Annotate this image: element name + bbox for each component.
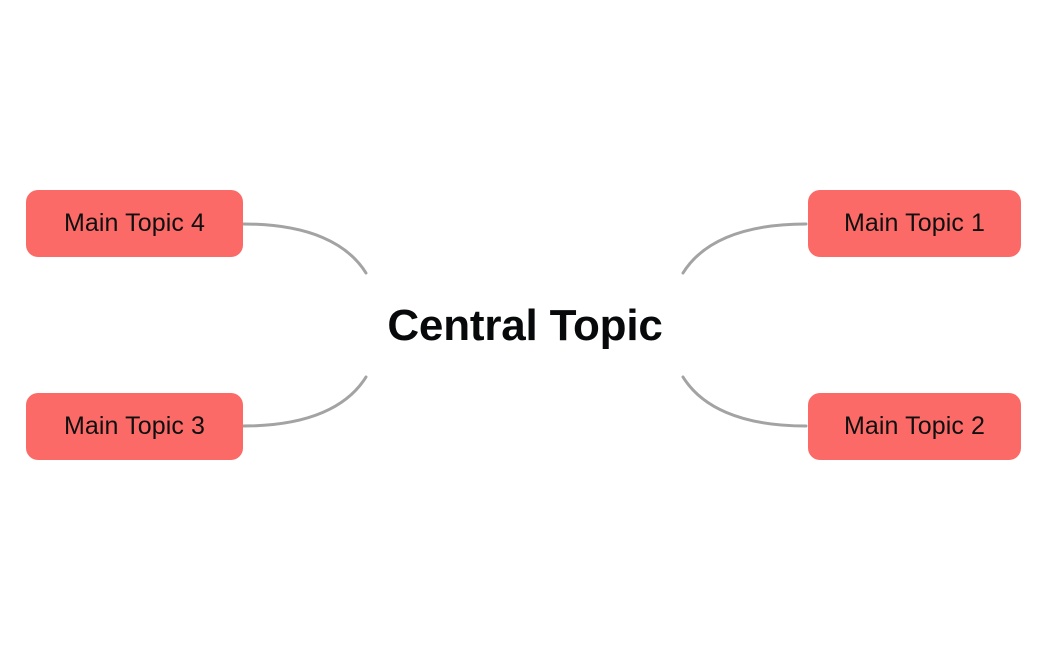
topic-node-label: Main Topic 1 [843, 209, 986, 237]
topic-node-label: Main Topic 2 [843, 412, 986, 440]
central-topic-node[interactable]: Central Topic [0, 296, 1050, 356]
topic-node-main-topic-1[interactable]: Main Topic 1 [808, 190, 1021, 257]
connector-topic-1 [681, 222, 808, 275]
central-topic-label: Central Topic [387, 301, 663, 350]
connector-topic-2 [681, 375, 808, 428]
topic-node-label: Main Topic 3 [63, 412, 206, 440]
topic-node-main-topic-3[interactable]: Main Topic 3 [26, 393, 243, 460]
topic-node-label: Main Topic 4 [63, 209, 206, 237]
topic-node-main-topic-4[interactable]: Main Topic 4 [26, 190, 243, 257]
connector-topic-3 [241, 375, 368, 428]
connector-topic-4 [241, 222, 368, 275]
topic-node-main-topic-2[interactable]: Main Topic 2 [808, 393, 1021, 460]
